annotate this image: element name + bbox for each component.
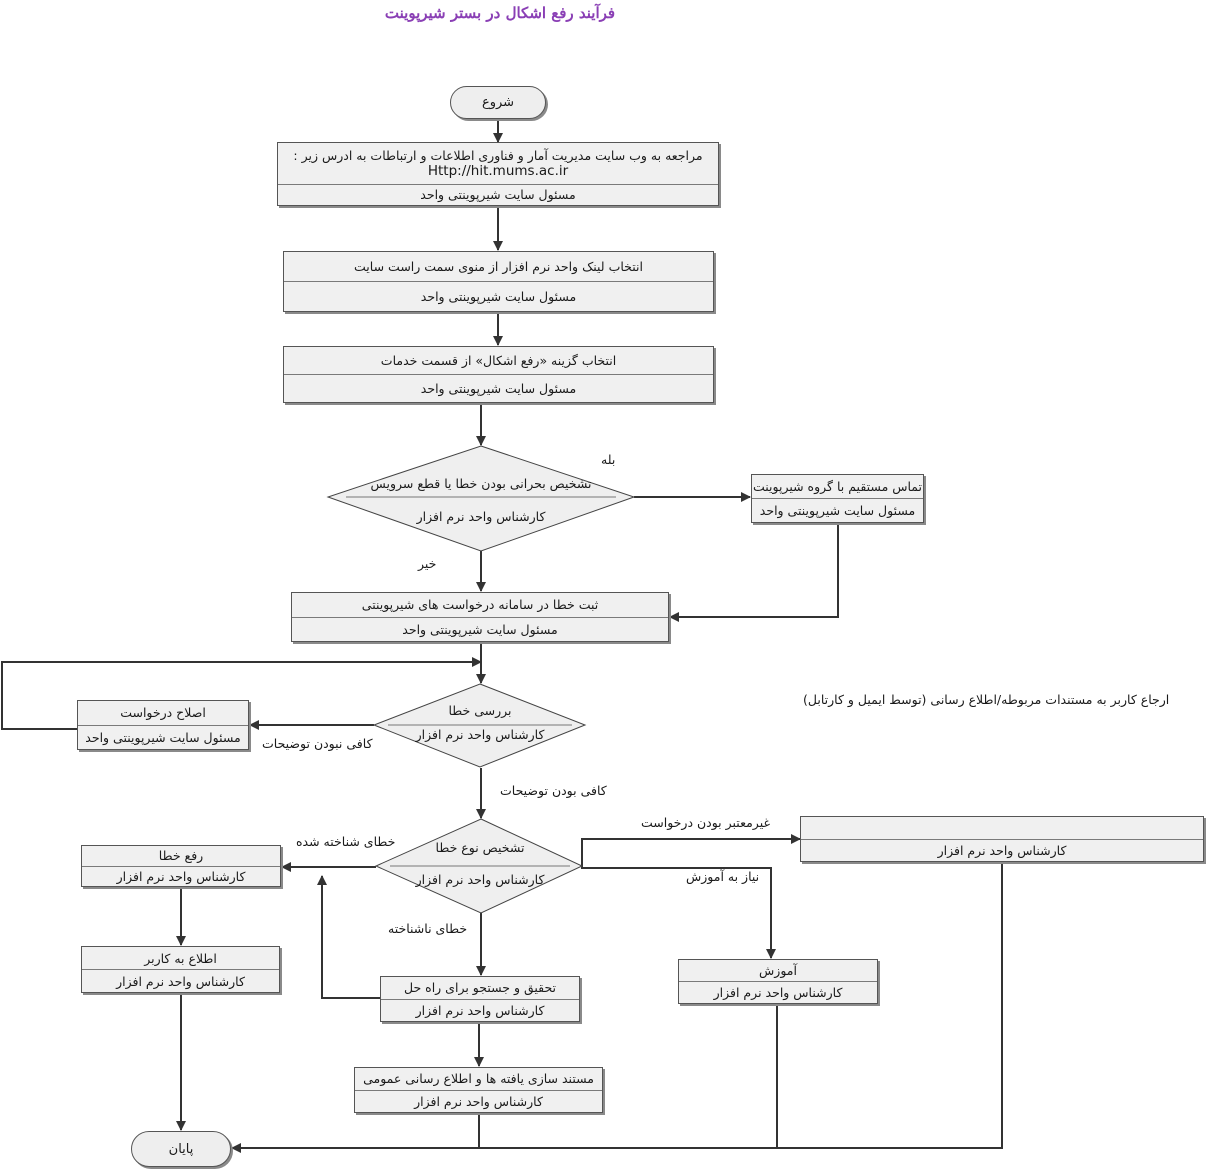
training-text: آموزش xyxy=(759,963,797,978)
select-link-text: انتخاب لینک واحد نرم افزار از منوی سمت ر… xyxy=(354,259,643,274)
visit-site-owner: مسئول سایت شیرپوینتی واحد xyxy=(278,183,718,205)
fix-request-text: اصلاح درخواست xyxy=(120,705,206,721)
decision-critical-text: تشخیص بحرانی بودن خطا یا قطع سرویس xyxy=(370,476,592,491)
fix-error-text: رفع خطا xyxy=(158,848,204,864)
step-document: مستند سازی یافته ها و اطلاع رسانی عمومی … xyxy=(354,1067,603,1113)
label-invalid: غیرمعتبر بودن درخواست xyxy=(641,815,771,830)
research-text: تحقیق و جستجو برای راه حل xyxy=(403,980,557,996)
arrow-invalid-to-end xyxy=(231,862,1003,1153)
decision-critical-owner: کارشناس واحد نرم افزار xyxy=(416,509,546,524)
notify-user-owner: کارشناس واحد نرم افزار xyxy=(82,969,279,992)
step-fix-request: اصلاح درخواست مسئول سایت شیرپوینتی واحد xyxy=(77,700,249,750)
label-need-training: نیاز به آموزش xyxy=(686,869,760,884)
contact-group-owner: مسئول سایت شیرپوینتی واحد xyxy=(752,498,923,522)
research-owner: کارشناس واحد نرم افزار xyxy=(381,998,579,1022)
start-terminal: شروع xyxy=(450,86,546,119)
select-link-owner: مسئول سایت شیرپوینتی واحد xyxy=(284,281,713,311)
select-option-text: انتخاب گزینه «رفع اشکال» از قسمت خدمات xyxy=(380,353,617,368)
select-option-owner: مسئول سایت شیرپوینتی واحد xyxy=(284,374,713,402)
decision-review-owner: کارشناس واحد نرم افزار xyxy=(415,727,545,742)
step-register-error: ثبت خطا در سامانه درخواست های شیرپوینتی … xyxy=(291,592,669,642)
step-select-option: انتخاب گزینه «رفع اشکال» از قسمت خدمات م… xyxy=(283,346,714,403)
label-no: خیر xyxy=(418,556,437,571)
document-text: مستند سازی یافته ها و اطلاع رسانی عمومی xyxy=(363,1071,594,1087)
contact-group-text: تماس مستقیم با گروه شیرپوینت xyxy=(752,479,923,494)
visit-site-url: Http://hit.mums.ac.ir xyxy=(427,162,569,179)
invalid-owner: کارشناس واحد نرم افزار xyxy=(801,838,1203,862)
label-known: خطای شناخته شده xyxy=(296,834,396,849)
notify-user-text: اطلاع به کاربر xyxy=(144,950,217,966)
step-select-link: انتخاب لینک واحد نرم افزار از منوی سمت ر… xyxy=(283,251,714,312)
loop-fixrequest-to-review xyxy=(1,657,482,730)
loop-research-to-fixerror xyxy=(317,875,380,999)
decision-type-owner: کارشناس واحد نرم افزار xyxy=(415,872,545,887)
decision-review-text: بررسی خطا xyxy=(448,703,512,718)
fix-request-owner: مسئول سایت شیرپوینتی واحد xyxy=(78,724,248,750)
training-owner: کارشناس واحد نرم افزار xyxy=(679,981,877,1003)
decision-critical-shape xyxy=(326,445,636,552)
document-owner: کارشناس واحد نرم افزار xyxy=(355,1089,602,1113)
arrow-type-to-training xyxy=(581,866,776,959)
register-error-text: ثبت خطا در سامانه درخواست های شیرپوینتی xyxy=(361,597,599,613)
decision-type-text: تشخیص نوع خطا xyxy=(435,840,525,855)
label-yes: بله xyxy=(601,452,616,467)
step-fix-error: رفع خطا کارشناس واحد نرم افزار xyxy=(81,845,281,887)
diagram-title: فرآیند رفع اشکال در بستر شیرپوینت xyxy=(384,4,616,22)
step-invalid: کارشناس واحد نرم افزار xyxy=(800,816,1204,862)
step-visit-site: مراجعه به وب سایت مدیریت آمار و فناوری ا… xyxy=(277,142,719,206)
register-error-owner: مسئول سایت شیرپوینتی واحد xyxy=(292,616,668,642)
end-terminal: پایان xyxy=(131,1131,231,1167)
label-insufficient: کافی نبودن توضیحات xyxy=(262,736,373,751)
visit-site-text: مراجعه به وب سایت مدیریت آمار و فناوری ا… xyxy=(293,147,703,163)
referral-note: ارجاع کاربر به مستندات مربوطه/اطلاع رسان… xyxy=(803,692,1170,707)
fix-error-owner: کارشناس واحد نرم افزار xyxy=(82,865,280,887)
label-unknown: خطای ناشناخته xyxy=(388,921,468,936)
arrow-type-to-invalid xyxy=(581,834,801,866)
arrow-contact-to-register xyxy=(669,523,839,622)
label-sufficient: کافی بودن توضیحات xyxy=(500,783,607,798)
step-training: آموزش کارشناس واحد نرم افزار xyxy=(678,959,878,1004)
step-contact-group: تماس مستقیم با گروه شیرپوینت مسئول سایت … xyxy=(751,474,924,523)
step-notify-user: اطلاع به کاربر کارشناس واحد نرم افزار xyxy=(81,946,280,993)
invalid-text xyxy=(801,817,1203,839)
step-research: تحقیق و جستجو برای راه حل کارشناس واحد ن… xyxy=(380,976,580,1022)
